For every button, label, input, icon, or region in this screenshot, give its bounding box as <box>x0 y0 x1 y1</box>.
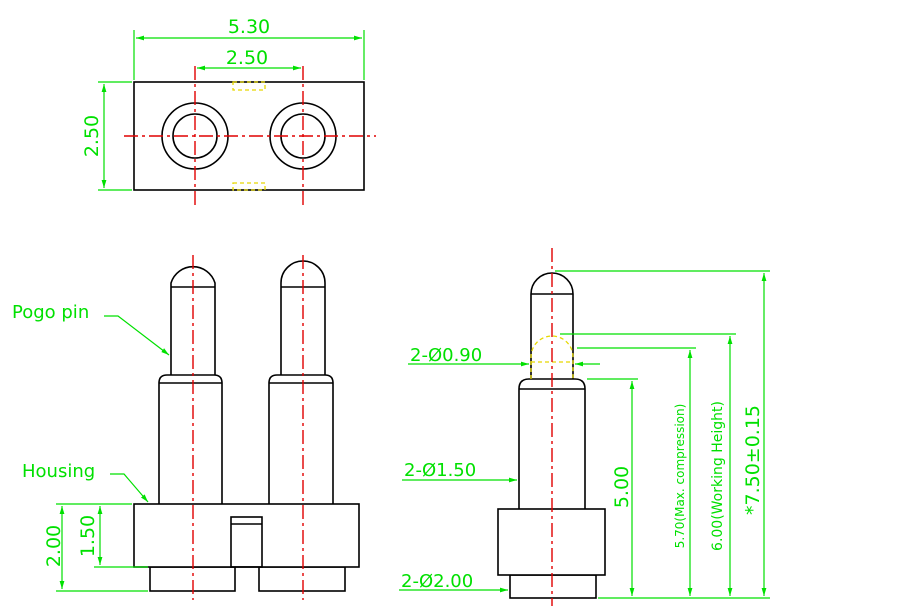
dim-tip-diameter: 2-Ø0.90 <box>410 345 482 366</box>
dim-base-diameter: 2-Ø2.00 <box>401 571 473 592</box>
dim-barrel-diameter: 2-Ø1.50 <box>404 460 476 481</box>
label-pogo-pin: Pogo pin <box>12 302 89 323</box>
dim-working-height: 6.00(Working Height) <box>710 401 726 551</box>
dim-housing-total: 2.00 <box>43 525 65 567</box>
dim-max-compression: 5.70(Max. compression) <box>673 404 687 549</box>
dim-barrel-height: 5.00 <box>611 466 633 508</box>
dim-pitch-label: 2.50 <box>226 47 268 69</box>
front-view: Pogo pin Housing 2.00 1.50 <box>12 255 360 600</box>
dim-width-label: 5.30 <box>228 16 270 38</box>
dim-housing-body: 1.50 <box>77 515 99 557</box>
label-housing: Housing <box>22 461 95 482</box>
dim-total-height: *7.50±0.15 <box>742 405 764 515</box>
dim-height-label: 2.50 <box>81 115 103 157</box>
top-view: 5.30 2.50 2.50 <box>81 16 376 206</box>
side-view: 2-Ø0.90 2-Ø1.50 2-Ø2.00 5.00 5.70(Max. c… <box>399 248 770 606</box>
